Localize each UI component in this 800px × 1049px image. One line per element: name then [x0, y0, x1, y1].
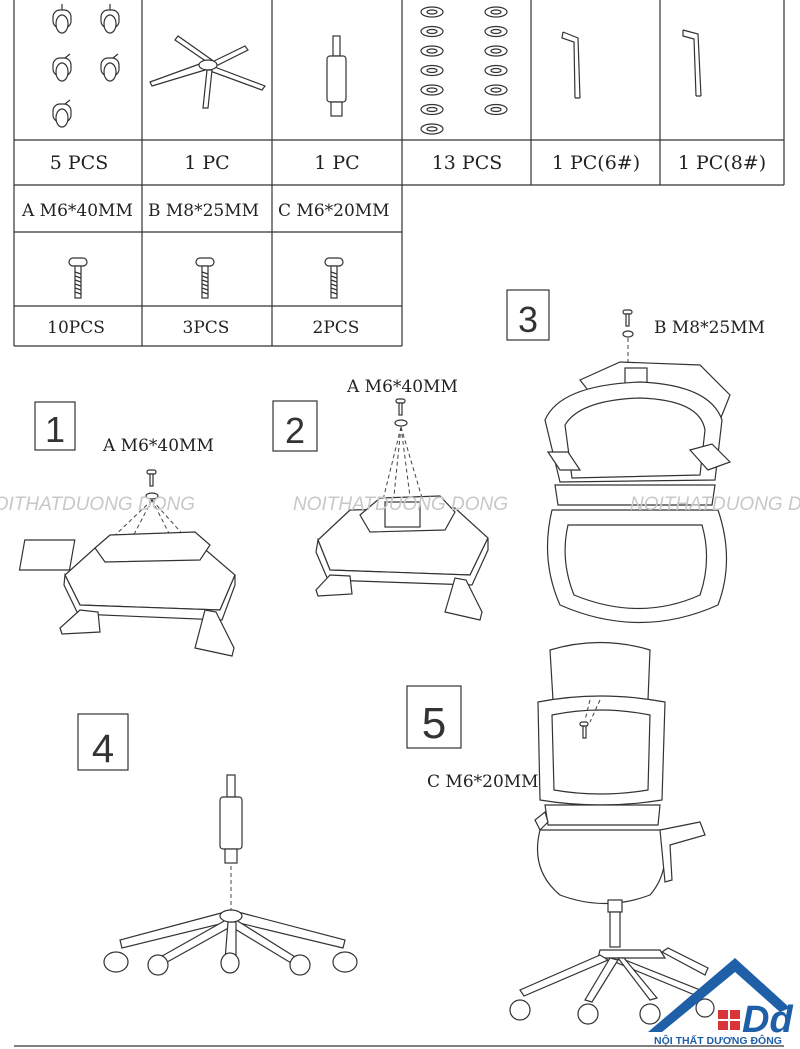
step-5-screw-label: C M6*20MM: [427, 772, 539, 792]
step-1-number: 1: [45, 409, 65, 450]
step-1-screw-label: A M6*40MM: [102, 436, 214, 456]
base-qty: 1 PC: [184, 152, 229, 174]
chair-assembled-icon: [509, 641, 715, 1025]
step-3-box: [506, 289, 550, 341]
watermark-text: NOITHATDUONG DONG: [630, 494, 800, 515]
washer-icon: [420, 6, 444, 18]
washer-hole: [490, 67, 502, 74]
screw-icon: [622, 309, 634, 338]
step-2-screw-label: A M6*40MM: [346, 377, 458, 397]
watermark-text: NOITHATDUONG DONG: [0, 494, 195, 515]
washer-icon: [420, 6, 508, 135]
gas-lift-icon: [219, 774, 243, 864]
washer-hole: [426, 126, 438, 132]
screw-icon: [579, 721, 589, 739]
washer-qty: 13 PCS: [432, 152, 503, 174]
washer-icon: [484, 25, 508, 38]
step-1-box: [34, 401, 76, 451]
washer-icon: [420, 25, 444, 38]
washer-hole: [490, 87, 502, 93]
washer-hole: [426, 28, 438, 35]
washer-icon: [484, 6, 508, 18]
brand-logo-text: Dd: [742, 999, 793, 1041]
washer-hole: [490, 48, 502, 54]
screw-b-qty: 3PCS: [183, 318, 230, 338]
brand-tagline: NỘI THẤT DƯƠNG ĐÔNG: [654, 1034, 782, 1047]
washer-icon: [420, 123, 444, 135]
star-base-icon: [149, 35, 266, 109]
allen-key-6-qty: 1 PC(6#): [552, 152, 640, 174]
parts-table: [13, 0, 785, 347]
washer-icon: [420, 103, 444, 116]
step-4: 4: [77, 713, 358, 976]
washer-hole: [426, 9, 438, 15]
screw-icon: [394, 398, 408, 427]
allen-key-icon: [561, 29, 702, 99]
step-2-box: [272, 400, 318, 452]
washer-icon: [420, 64, 444, 77]
washer-hole: [490, 9, 502, 15]
step-4-box: [77, 713, 129, 771]
step-2-number: 2: [285, 410, 305, 451]
washer-hole: [426, 48, 438, 54]
washer-icon: [420, 45, 444, 57]
screw-c-qty: 2PCS: [313, 318, 360, 338]
step-3-number: 3: [518, 299, 538, 340]
screw-b-spec: B M8*25MM: [148, 201, 259, 221]
gas-lift-qty: 1 PC: [314, 152, 359, 174]
gas-lift-icon: [326, 35, 347, 117]
washer-hole: [490, 28, 502, 35]
allen-key-8-qty: 1 PC(8#): [678, 152, 766, 174]
washer-hole: [426, 67, 438, 74]
washer-icon: [484, 103, 508, 116]
step-5: 5 C M6*20MM: [406, 641, 715, 1025]
seat-mechanism-icon: [315, 495, 489, 621]
step-5-box: [406, 685, 462, 749]
screw-icon: [68, 257, 344, 299]
screw-c-spec: C M6*20MM: [278, 201, 390, 221]
step-2: 2 A M6*40MM: [272, 377, 489, 621]
chair-back-icon: [544, 361, 732, 623]
step-3-screw-label: B M8*25MM: [654, 318, 765, 338]
step-3: 3 B M8*25MM: [506, 289, 765, 623]
step-1: 1 A M6*40MM: [18, 401, 236, 657]
washer-hole: [426, 87, 438, 93]
washer-icon: [420, 84, 444, 96]
seat-mechanism-icon: [18, 531, 236, 657]
screw-a-spec: A M6*40MM: [21, 201, 133, 221]
caster-wheel-icon: [52, 4, 120, 128]
washer-icon: [484, 45, 508, 57]
star-base-icon: [119, 909, 346, 967]
washer-icon: [484, 84, 508, 96]
watermark-text: NOITHATDUONG DONG: [293, 494, 508, 515]
brand-logo: Dd NỘI THẤT DƯƠNG ĐÔNG: [648, 958, 793, 1047]
washer-hole: [490, 106, 502, 113]
step-5-number: 5: [422, 699, 446, 748]
step-4-number: 4: [92, 727, 114, 771]
washer-icon: [484, 64, 508, 77]
screw-a-qty: 10PCS: [47, 318, 105, 338]
washer-hole: [426, 106, 438, 113]
caster-qty: 5 PCS: [50, 152, 108, 174]
screw-icon: [145, 469, 159, 500]
caster-wheel-icon: [103, 951, 358, 976]
roof-icon: [648, 958, 790, 1032]
